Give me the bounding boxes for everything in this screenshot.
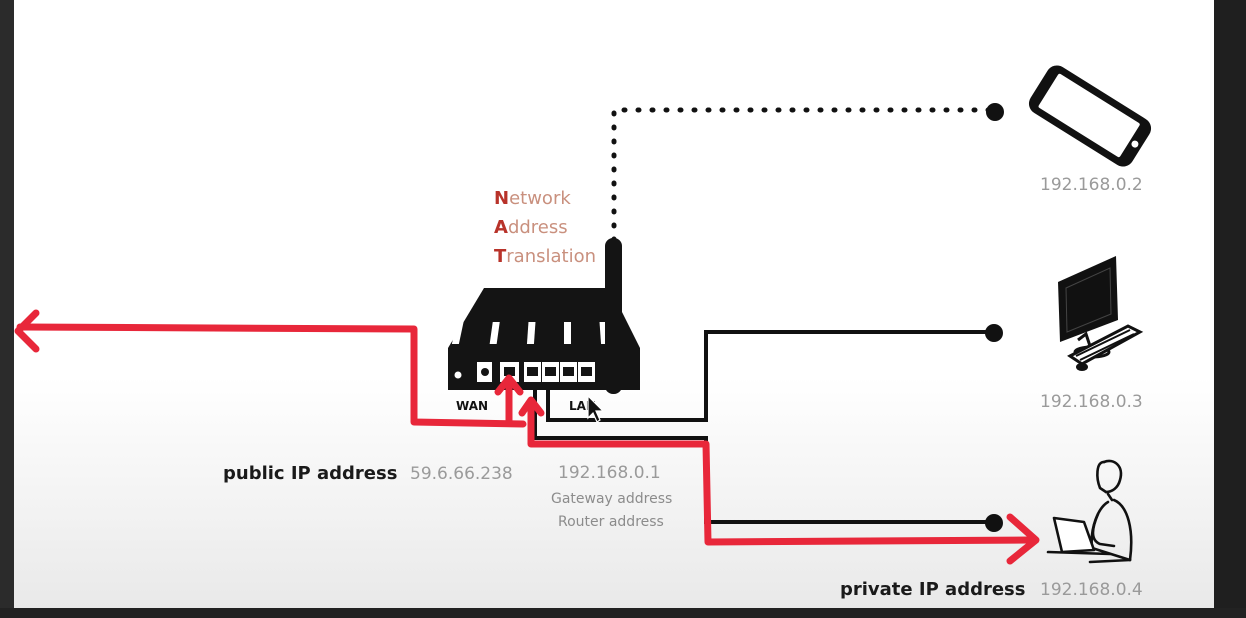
power-led [454, 371, 462, 379]
wired-link-laptop [533, 385, 990, 524]
desktop-computer-icon [1058, 256, 1144, 371]
node-dot-desktop [985, 324, 1003, 342]
public-ip-label: public IP address [223, 463, 397, 484]
smartphone-icon [1028, 65, 1152, 167]
bottom-bar [0, 608, 1246, 618]
nat-word-address: ddress [508, 217, 568, 238]
nat-initial-a: A [494, 217, 508, 238]
nat-initial-t: T [494, 246, 507, 267]
wan-label: WAN [456, 399, 488, 413]
mouse-cursor [587, 394, 605, 423]
laptop-user-icon [1046, 459, 1133, 564]
nat-label: Network Address Translation [494, 188, 596, 267]
wired-link-desktop [546, 330, 990, 422]
device-ip-laptop: 192.168.0.4 [1040, 580, 1143, 600]
public-ip-value: 59.6.66.238 [410, 464, 513, 484]
side-bar [1214, 0, 1246, 618]
node-dot-phone [986, 103, 1004, 121]
wireless-link-phone [611, 107, 993, 243]
private-ip-label: private IP address [840, 579, 1025, 600]
gateway-ip-value: 192.168.0.1 [558, 463, 661, 483]
nat-word-translation: ranslation [506, 246, 596, 267]
red-highlight-arrows [14, 309, 1040, 565]
node-dot-laptop [985, 514, 1003, 532]
device-ip-phone: 192.168.0.2 [1040, 175, 1143, 195]
router-icon [387, 238, 640, 394]
antenna [605, 238, 622, 394]
device-ip-desktop: 192.168.0.3 [1040, 392, 1143, 412]
nat-initial-n: N [494, 188, 509, 209]
svg-text:Address: Address [494, 217, 568, 238]
svg-text:Network: Network [494, 188, 571, 209]
nat-word-network: etwork [509, 188, 571, 209]
gateway-address-label: Gateway address [551, 491, 672, 507]
svg-text:Translation: Translation [494, 246, 596, 267]
router-address-label: Router address [558, 514, 664, 530]
